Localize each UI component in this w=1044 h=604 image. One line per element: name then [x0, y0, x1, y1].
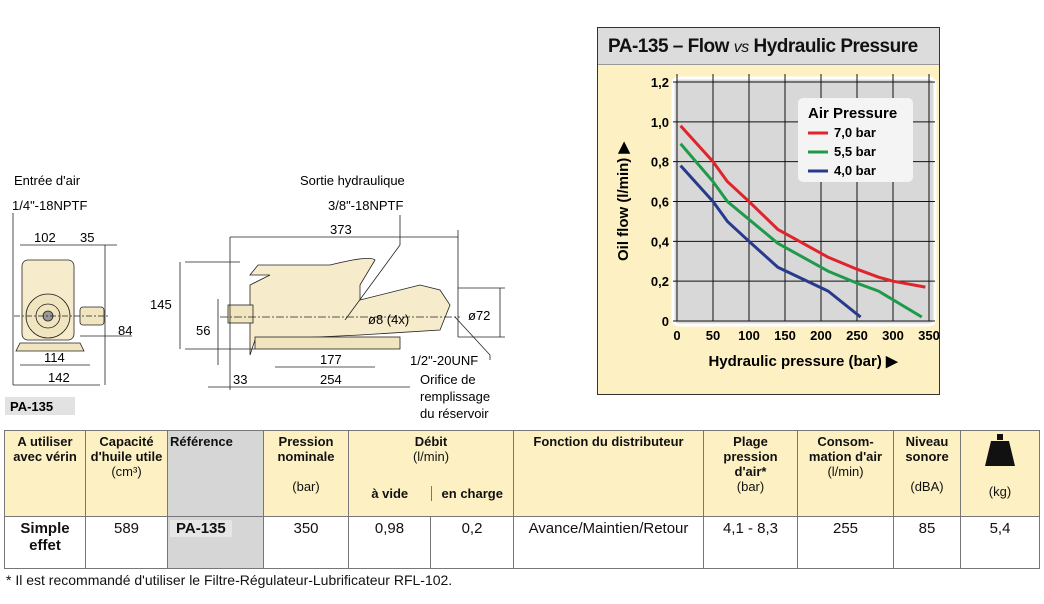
y-tick-label: 0,4: [651, 234, 670, 249]
y-axis-label: Oil flow (l/min) ▶: [615, 141, 632, 261]
hdr-function: Fonction du distributeur: [513, 430, 704, 517]
dim-177: 177: [320, 352, 342, 367]
y-tick-label: 0,2: [651, 274, 669, 289]
series-line-2: [679, 164, 862, 319]
cell-flow-load: 0,2: [430, 516, 514, 569]
footnote: * Il est recommandé d'utiliser le Filtre…: [6, 572, 453, 588]
chart-title: PA-135 – Flow vs Hydraulic Pressure: [598, 28, 939, 65]
fill-label-1: Orifice de: [420, 372, 476, 387]
model-badge: PA-135: [10, 399, 53, 414]
cell-flow-noload: 0,98: [348, 516, 431, 569]
x-axis-label: Hydraulic pressure (bar) ▶: [708, 353, 899, 370]
fill-label-2: remplissage: [420, 389, 490, 404]
cell-capacity: 589: [85, 516, 168, 569]
dim-373: 373: [330, 222, 352, 237]
x-tick-label: 0: [673, 328, 680, 343]
dim-35: 35: [80, 230, 94, 245]
cell-noise: 85: [893, 516, 961, 569]
x-tick-label: 150: [774, 328, 796, 343]
hdr-pressure: Pression nominale(bar): [263, 430, 349, 517]
air-inlet-thread: 1/4"-18NPTF: [12, 198, 87, 213]
dim-56: 56: [196, 323, 210, 338]
dim-84: 84: [118, 323, 132, 338]
dim-72: ø72: [468, 308, 490, 323]
y-tick-label: 0,6: [651, 195, 669, 210]
weight-icon: [985, 434, 1015, 466]
dim-254: 254: [320, 372, 342, 387]
hdr-noise: Niveau sonore(dBA): [893, 430, 961, 517]
legend-label: 4,0 bar: [834, 163, 876, 178]
y-tick-label: 0: [662, 314, 669, 329]
cell-function: Avance/Maintien/Retour: [513, 516, 704, 569]
legend-title: Air Pressure: [808, 105, 897, 122]
hdr-reference: Référence: [167, 430, 264, 517]
y-tick-label: 1,0: [651, 115, 669, 130]
cell-use: Simple effet: [4, 516, 86, 569]
hdr-air-range: Plage pression d'air*(bar): [703, 430, 798, 517]
dim-145: 145: [150, 297, 172, 312]
hyd-outlet-thread: 3/8"-18NPTF: [328, 198, 403, 213]
x-tick-label: 50: [706, 328, 720, 343]
legend-label: 5,5 bar: [834, 144, 876, 159]
legend-label: 7,0 bar: [834, 125, 876, 140]
x-tick-label: 200: [810, 328, 832, 343]
dim-8: ø8 (4x): [368, 312, 409, 327]
cell-air-cons: 255: [797, 516, 894, 569]
hdr-air-cons: Consom-mation d'air(l/min): [797, 430, 894, 517]
x-tick-label: 100: [738, 328, 760, 343]
cell-pressure: 350: [263, 516, 349, 569]
flow-chart: 0 50 100 150 200 250 300 350 0 0,2 0,4 0,6 0,8 1,0 1,2…: [615, 74, 940, 370]
hdr-capacity: Capacité d'huile utile(cm³): [85, 430, 168, 517]
series-line-0: [679, 124, 926, 289]
air-inlet-label: Entrée d'air: [14, 173, 81, 188]
cell-air-range: 4,1 - 8,3: [703, 516, 798, 569]
legend-box: [798, 98, 913, 182]
hyd-outlet-label: Sortie hydraulique: [300, 173, 405, 188]
x-tick-label: 250: [846, 328, 868, 343]
hdr-use: A utiliser avec vérin: [4, 430, 86, 517]
technical-drawing: Entrée d'air 1/4"-18NPTF 102 35 84 114 1…: [5, 173, 505, 421]
fill-thread: 1/2"-20UNF: [410, 353, 478, 368]
hdr-weight: (kg): [960, 430, 1040, 517]
spec-table: A utiliser avec vérin Capacité d'huile u…: [4, 430, 1040, 569]
dim-33: 33: [233, 372, 247, 387]
table-row: Simple effet 589 PA-135 350 0,98 0,2 Ava…: [4, 516, 1040, 569]
x-tick-label: 300: [882, 328, 904, 343]
fill-label-3: du réservoir: [420, 406, 489, 421]
series-line-1: [679, 142, 923, 319]
cell-weight: 5,4: [960, 516, 1040, 569]
dim-114: 114: [44, 350, 65, 365]
cell-reference: PA-135: [170, 520, 232, 537]
flow-chart-panel: PA-135 – Flow vs Hydraulic Pressure 0 50 1…: [597, 27, 940, 395]
dim-142: 142: [48, 370, 70, 385]
y-tick-label: 1,2: [651, 75, 669, 90]
x-tick-label: 350: [918, 328, 940, 343]
dim-102: 102: [34, 230, 56, 245]
y-tick-label: 0,8: [651, 155, 669, 170]
